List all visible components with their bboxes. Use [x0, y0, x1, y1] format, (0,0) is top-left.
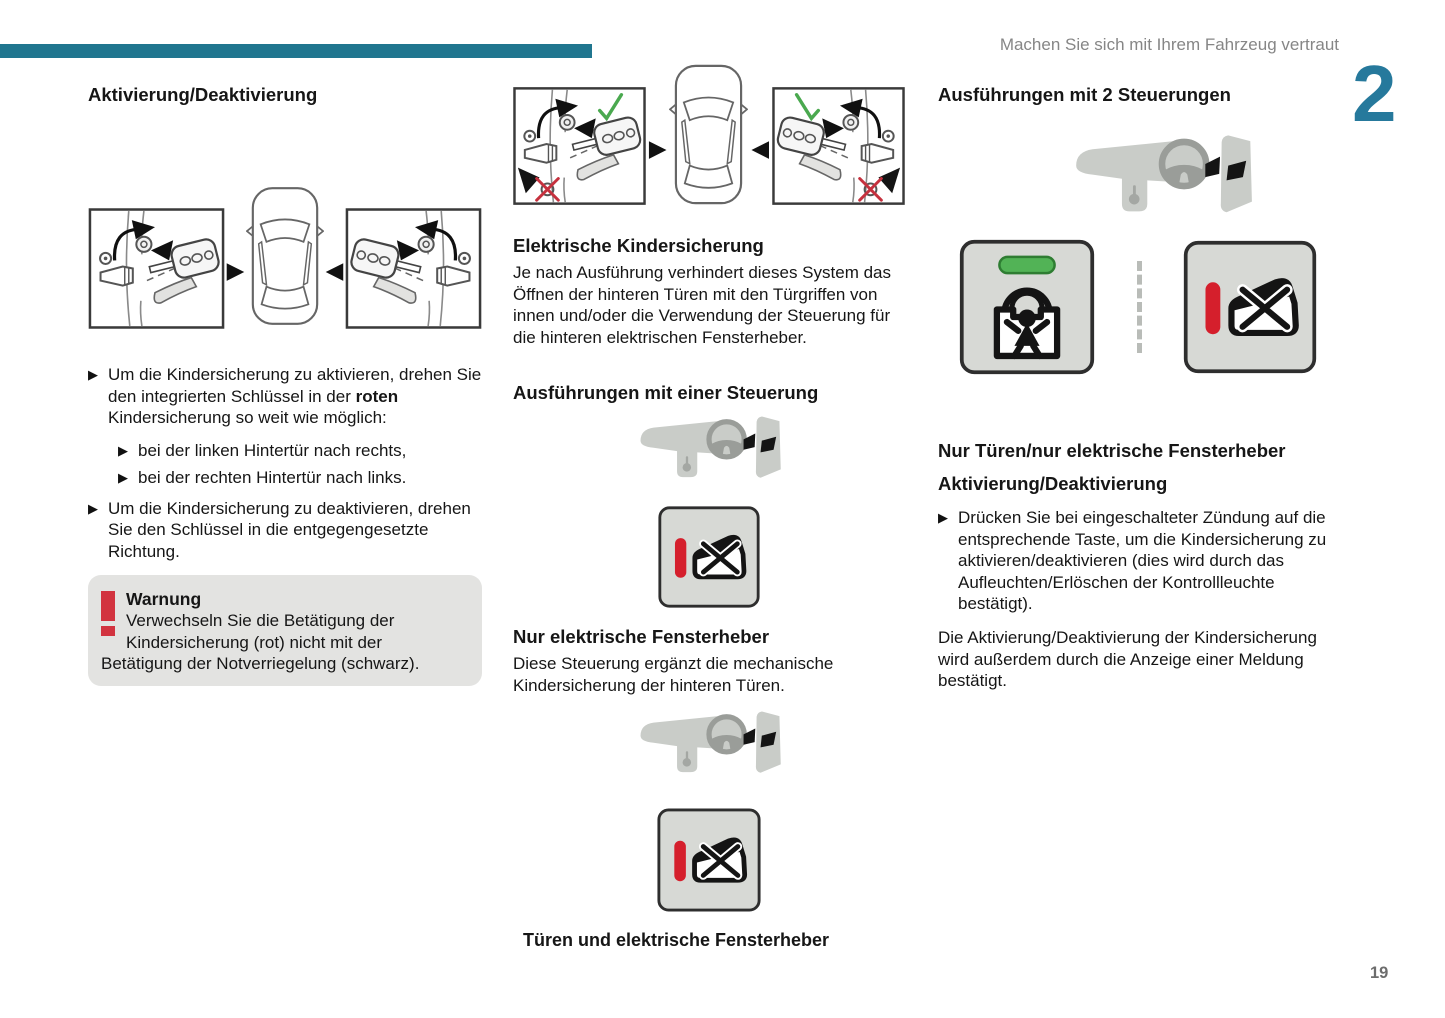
window-switch-icon: [657, 505, 761, 609]
page-number: 19: [1370, 964, 1389, 982]
car-top-view-icon: [669, 64, 749, 205]
two-buttons-row: [938, 237, 1330, 377]
running-header: Machen Sie sich mit Ihrem Fahrzeug vertr…: [999, 35, 1339, 54]
middle-caption: Türen und elektrische Fensterheber: [522, 930, 830, 950]
dashed-divider: [1096, 261, 1182, 353]
warning-text: Verwechseln Sie die Betätigung der Kinde…: [101, 611, 420, 673]
warning-title: Warnung: [126, 589, 202, 609]
right-heading-two-controls: Ausführungen mit 2 Steuerungen: [938, 84, 1231, 105]
mechanical-childlock-diagram: ▶ ◀: [88, 183, 482, 329]
instruction-deactivate: ▶ Um die Kindersicherung zu deaktivieren…: [88, 498, 488, 563]
bullet-arrow-icon: ▶: [88, 367, 98, 382]
dashboard-illustration-1: [513, 413, 905, 480]
activate-text-bold: roten: [355, 386, 399, 406]
electric-childlock-diagram: ▶ ◀: [513, 60, 905, 209]
warning-box: Warnung Verwechseln Sie die Betätigung d…: [88, 575, 482, 686]
sub-instruction-right-door-text: bei der rechten Hintertür nach links.: [138, 468, 407, 487]
arrow-right-icon: ▶: [226, 256, 245, 283]
warning-icon-dot: [101, 626, 115, 636]
bullet-arrow-icon: ▶: [88, 500, 98, 516]
window-switch-icon: [656, 807, 762, 913]
sub-instruction-right-door: ▶ bei der rechten Hintertür nach links.: [118, 467, 488, 489]
chapter-number: 2: [1352, 49, 1397, 138]
bullet-arrow-icon: ▶: [118, 470, 128, 485]
sub-instruction-left-door: ▶ bei der linken Hintertür nach rechts,: [118, 440, 488, 462]
left-heading-activation: Aktivierung/Deaktivierung: [88, 84, 318, 105]
sub-instructions: ▶ bei der linken Hintertür nach rechts, …: [88, 440, 488, 489]
key-lock-right-door-icon: [345, 208, 482, 329]
arrow-left-icon: ◀: [751, 135, 770, 161]
window-switch-button-2: [513, 807, 905, 913]
dashboard-icon: [1068, 131, 1256, 215]
arrow-left-icon: ◀: [325, 256, 344, 283]
bullet-arrow-icon: ▶: [938, 510, 948, 525]
bullet-arrow-icon: ▶: [118, 442, 128, 458]
instruction-activate-text: Um die Kindersicherung zu aktivieren, dr…: [108, 364, 488, 429]
key-lock-right-door-checked-icon: [772, 83, 905, 209]
window-switch-button-1: [513, 505, 905, 609]
instruction-press-button-text: Drücken Sie bei eingeschalteter Zündung …: [958, 508, 1327, 613]
dashboard-icon: [634, 708, 784, 775]
instruction-press-button: ▶ Drücken Sie bei eingeschalteter Zündun…: [938, 507, 1338, 615]
windows-only-text: Diese Steuerung ergänzt die mechanische …: [513, 654, 834, 695]
dashboard-illustration-2: [513, 708, 905, 775]
chapter-accent-bar: [0, 44, 592, 58]
activate-text-pre: Um die Kindersicherung zu aktivieren, dr…: [108, 365, 482, 406]
right-instructions: ▶ Drücken Sie bei eingeschalteter Zündun…: [938, 507, 1338, 623]
warning-icon: [101, 591, 115, 636]
electric-childlock-text: Je nach Ausführung verhindert dieses Sys…: [513, 263, 891, 347]
car-top-view-icon: [245, 187, 324, 325]
middle-heading-electric-childlock: Elektrische Kindersicherung: [513, 235, 764, 256]
right-subheading-activation: Aktivierung/Deaktivierung: [938, 473, 1168, 494]
dashboard-illustration-3: [938, 131, 1330, 215]
key-lock-left-door-checked-icon: [513, 83, 646, 209]
sub-instruction-left-door-text: bei der linken Hintertür nach rechts,: [138, 440, 407, 460]
dashboard-icon: [634, 413, 784, 480]
instruction-deactivate-text: Um die Kindersicherung zu deaktivieren, …: [108, 498, 471, 561]
key-lock-left-door-icon: [88, 208, 225, 329]
activate-text-post: Kindersicherung so weit wie möglich:: [108, 408, 387, 427]
window-switch-icon: [1182, 237, 1318, 377]
middle-heading-one-control: Ausführungen mit einer Steuerung: [513, 382, 819, 403]
left-instructions: ▶ Um die Kindersicherung zu aktivieren, …: [88, 364, 488, 570]
middle-heading-windows-only: Nur elektrische Fensterheber: [513, 626, 770, 647]
arrow-right-icon: ▶: [648, 135, 667, 161]
right-confirmation-text: Die Aktivierung/Deaktivierung der Kinder…: [938, 628, 1317, 690]
right-subheading-doors-windows: Nur Türen/nur elektrische Fensterheber: [938, 440, 1286, 461]
instruction-activate: ▶ Um die Kindersicherung zu aktivieren, …: [88, 364, 488, 429]
child-lock-button-icon: [958, 237, 1096, 377]
warning-icon-bar: [101, 591, 115, 621]
